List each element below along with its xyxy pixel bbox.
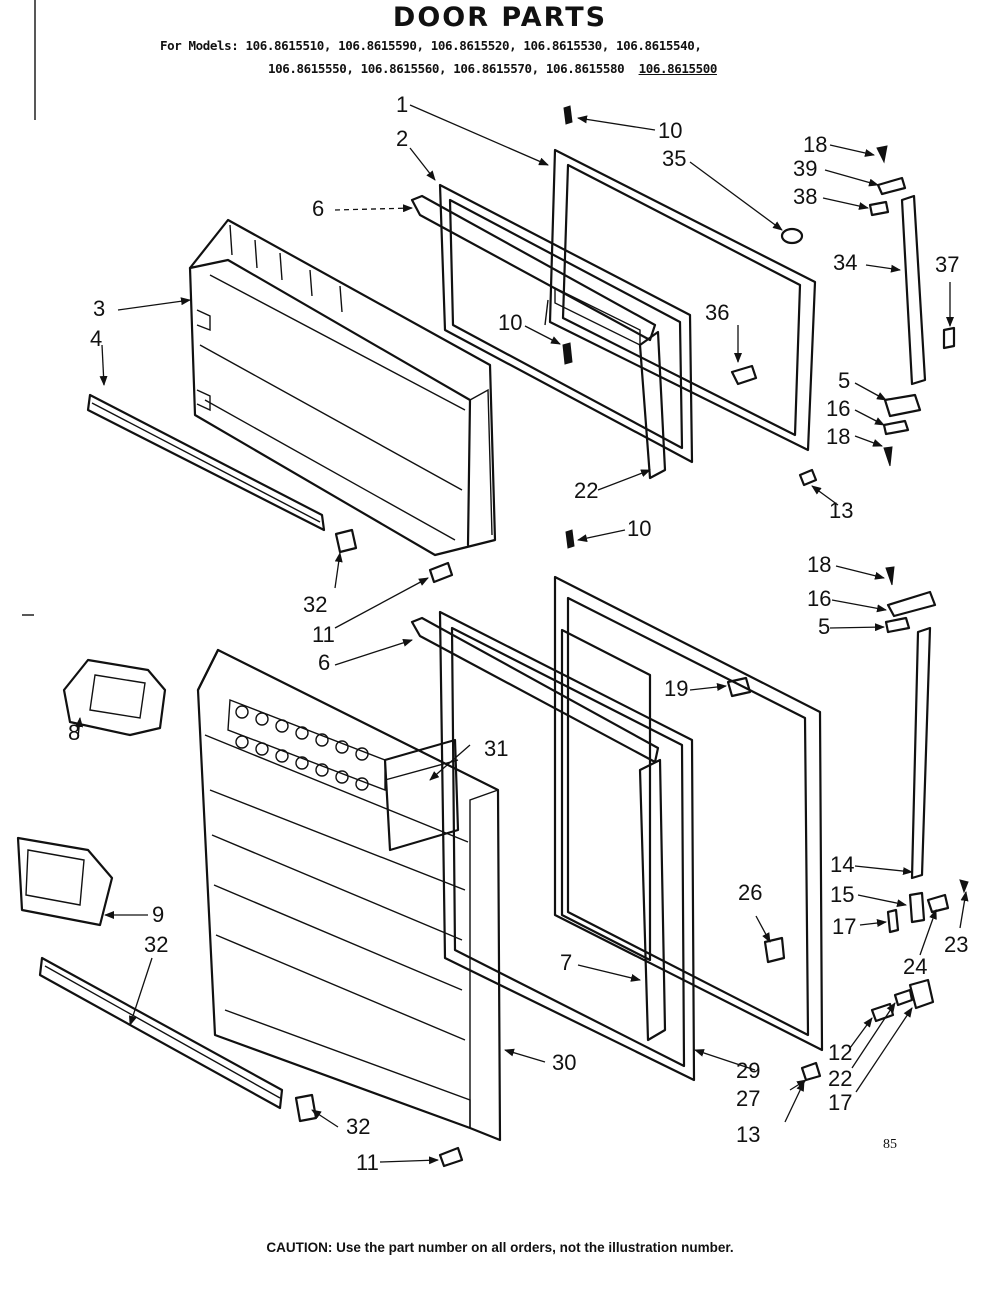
callout-37: 37 xyxy=(935,252,959,277)
callout-32-top: 32 xyxy=(303,592,327,617)
callout-9: 9 xyxy=(152,902,164,927)
callout-31: 32 xyxy=(144,932,168,957)
models-line-2-underlined: 106.8615500 xyxy=(638,61,718,76)
models-line-2-list: 106.8615550, 106.8615560, 106.8615570, 1… xyxy=(268,61,625,76)
callout-20-a: 18 xyxy=(803,132,827,157)
callout-34: 34 xyxy=(833,250,857,275)
callout-19: 19 xyxy=(664,676,688,701)
callout-7: 7 xyxy=(560,950,572,975)
callout-14: 14 xyxy=(830,852,854,877)
callout-17: 17 xyxy=(828,1090,852,1115)
callout-39: 39 xyxy=(793,156,817,181)
callout-10-lower: 10 xyxy=(627,516,651,541)
callout-5-top: 5 xyxy=(838,368,850,393)
callout-16-top: 16 xyxy=(826,396,850,421)
drawing-code: 85 xyxy=(883,1137,897,1152)
callout-12: 12 xyxy=(828,1040,852,1065)
caution-note: CAUTION: Use the part number on all orde… xyxy=(266,1240,734,1255)
fresh-food-breaker-strip xyxy=(410,616,660,764)
callout-2: 2 xyxy=(396,126,408,151)
freezer-door-panel xyxy=(548,148,817,452)
freezer-shelf-bar xyxy=(86,393,326,532)
callout-labels: 1 2 10 35 18 39 38 6 34 37 3 4 10 36 5 1… xyxy=(68,92,968,1175)
leader-lines xyxy=(75,104,969,1165)
fresh-food-door-gasket xyxy=(438,610,696,1082)
freezer-handle-trim xyxy=(638,330,667,480)
callout-6-top: 6 xyxy=(312,196,324,221)
freezer-small-parts xyxy=(334,105,956,584)
dairy-door xyxy=(16,836,114,927)
callout-16-lower: 16 xyxy=(807,586,831,611)
callout-36: 36 xyxy=(705,300,729,325)
fresh-food-shelf-bar xyxy=(38,956,284,1110)
callout-23: 23 xyxy=(944,932,968,957)
callout-24: 24 xyxy=(903,954,927,979)
callout-4: 4 xyxy=(90,326,102,351)
callout-28: 29 xyxy=(736,1058,760,1083)
callout-8: 8 xyxy=(68,720,80,745)
fresh-food-handle-trim xyxy=(638,758,667,1042)
callout-10-top: 10 xyxy=(658,118,682,143)
fresh-food-door-liner xyxy=(196,648,502,1142)
callout-3: 3 xyxy=(93,296,105,321)
callout-13-lower: 13 xyxy=(736,1122,760,1147)
callout-11-lower: 11 xyxy=(356,1150,379,1175)
fresh-food-door-panel xyxy=(553,575,824,1052)
callout-1: 1 xyxy=(396,92,408,117)
callout-10-mid: 10 xyxy=(498,310,522,335)
callout-32-lower: 32 xyxy=(346,1114,370,1139)
callout-18: 17 xyxy=(832,914,856,939)
callout-6-lower: 6 xyxy=(318,650,330,675)
callout-11-top: 11 xyxy=(312,622,335,647)
callout-38: 38 xyxy=(793,184,817,209)
callout-35: 35 xyxy=(662,146,686,171)
page-title: DOOR PARTS xyxy=(392,2,608,33)
callout-21: 22 xyxy=(574,478,598,503)
callout-15: 15 xyxy=(830,882,854,907)
models-line-2: 106.8615550, 106.8615560, 106.8615570, 1… xyxy=(268,61,717,76)
egg-tray xyxy=(62,658,167,737)
callout-30: 31 xyxy=(484,736,508,761)
callout-29: 30 xyxy=(552,1050,576,1075)
freezer-door-liner xyxy=(188,218,497,557)
callout-26: 26 xyxy=(738,880,762,905)
models-line-1: For Models: 106.8615510, 106.8615590, 10… xyxy=(160,38,702,53)
callout-20-b: 18 xyxy=(826,424,850,449)
callout-13-top: 13 xyxy=(829,498,853,523)
callout-27: 27 xyxy=(736,1086,760,1111)
callout-5-lower: 5 xyxy=(818,614,830,639)
freezer-breaker-strip xyxy=(410,194,657,342)
callout-20-c: 18 xyxy=(807,552,831,577)
callout-22: 22 xyxy=(828,1066,852,1091)
